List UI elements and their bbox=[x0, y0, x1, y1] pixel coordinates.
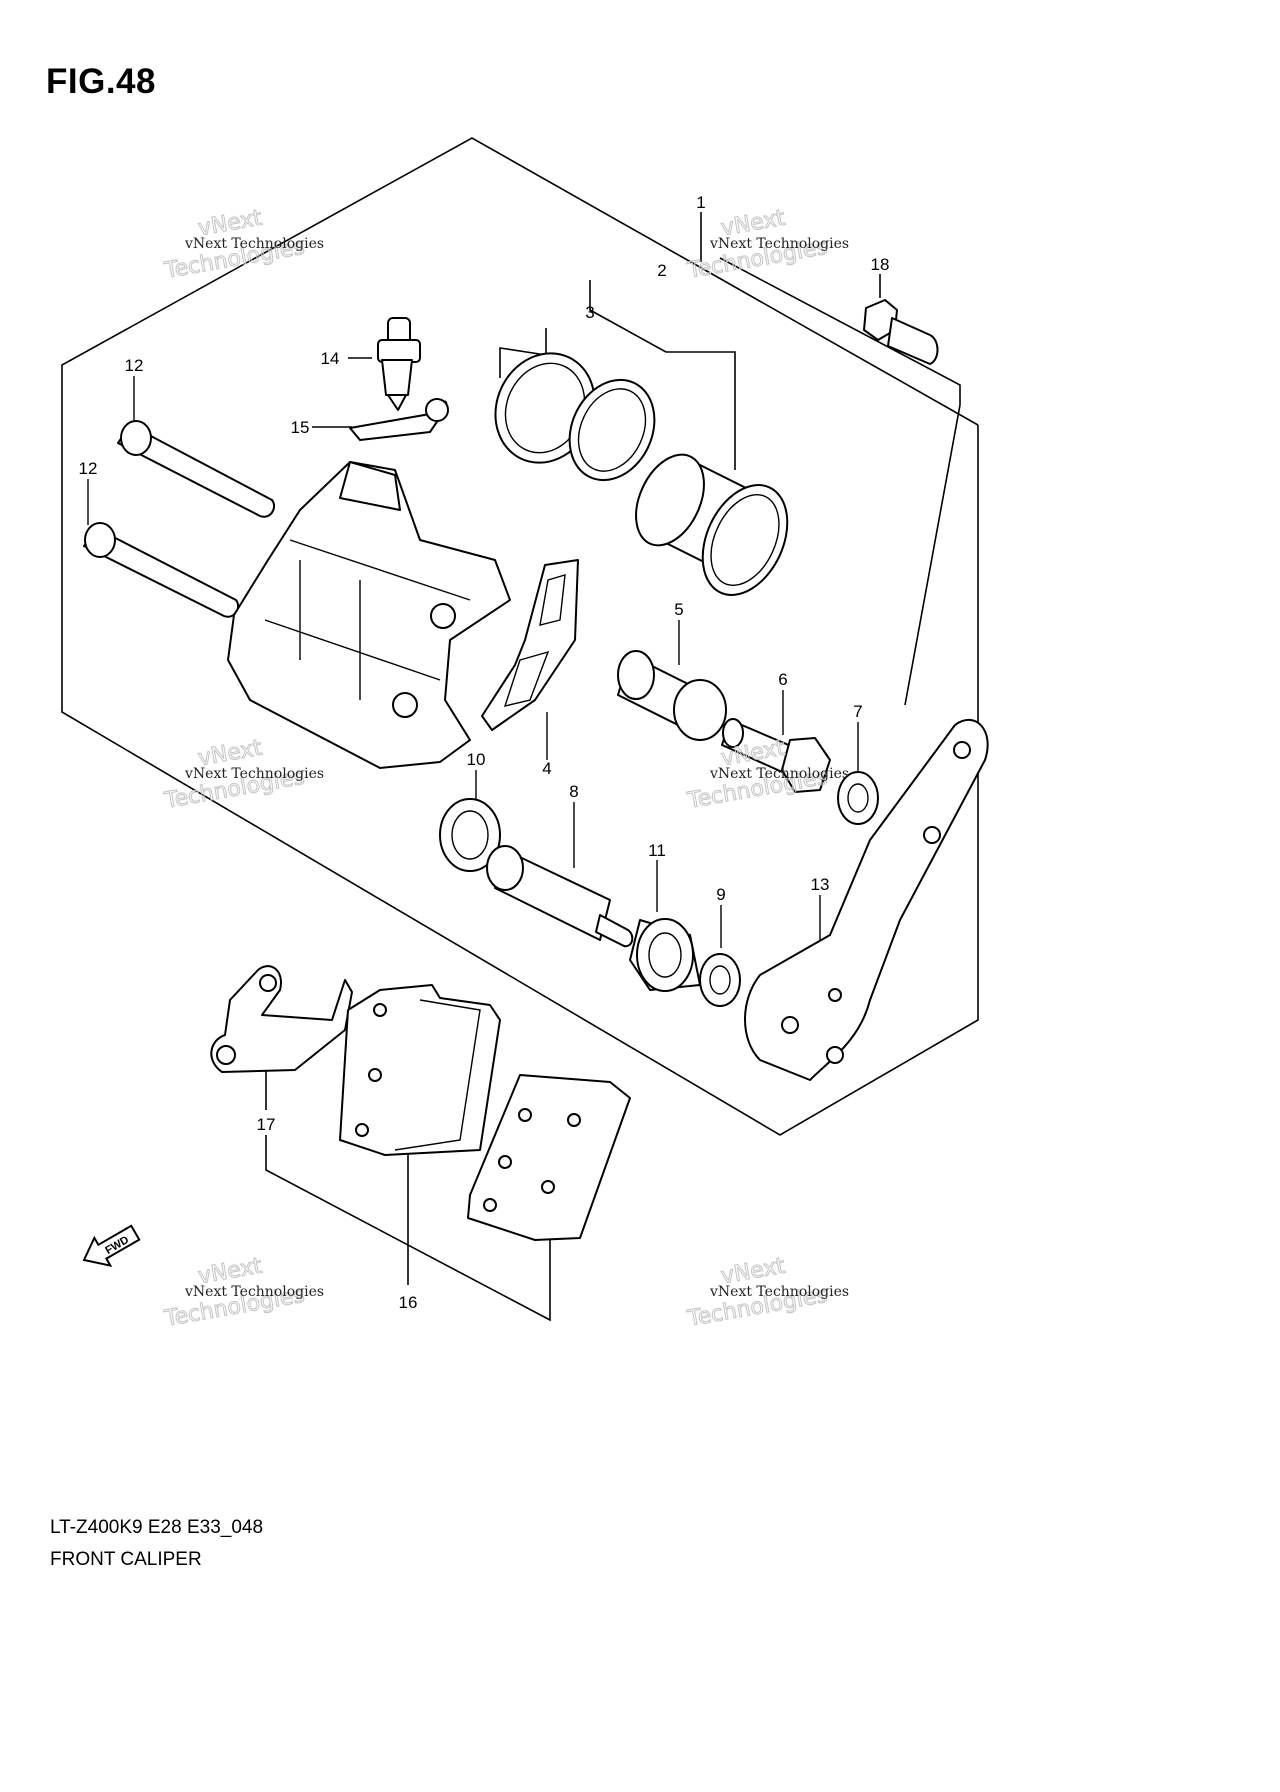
watermark-text-mid-left: vNext Technologies bbox=[184, 766, 324, 782]
watermark-text-top-left: vNext Technologies bbox=[184, 236, 324, 252]
callout-14: 14 bbox=[321, 349, 340, 368]
slide-pin-part-12-upper bbox=[117, 420, 276, 518]
bolt-part-18 bbox=[863, 299, 939, 365]
callout-5: 5 bbox=[674, 600, 683, 619]
callout-1: 1 bbox=[696, 193, 705, 212]
callout-15: 15 bbox=[291, 418, 310, 437]
callout-10: 10 bbox=[467, 750, 486, 769]
piston-seal-part-3-inner bbox=[568, 378, 656, 482]
watermark-text-bottom-right: vNext Technologies bbox=[709, 1284, 849, 1300]
bleeder-screw-part-14 bbox=[377, 317, 421, 411]
pad-spring-part-4 bbox=[481, 559, 579, 731]
watermark-text-mid-right: vNext Technologies bbox=[709, 766, 849, 782]
callout-12-upper: 12 bbox=[125, 356, 144, 375]
caliper-body bbox=[227, 461, 511, 769]
callout-16: 16 bbox=[399, 1293, 418, 1312]
callout-18: 18 bbox=[871, 255, 890, 274]
bracket-2b bbox=[666, 351, 736, 470]
callout-2: 2 bbox=[657, 261, 666, 280]
callout-7: 7 bbox=[853, 702, 862, 721]
caliper-bracket-part-13 bbox=[744, 719, 989, 1081]
boot-part-11 bbox=[629, 918, 701, 992]
figure-name: FRONT CALIPER bbox=[50, 1549, 202, 1570]
piston-part-2 bbox=[635, 453, 789, 596]
boot-part-10 bbox=[439, 798, 501, 872]
callout-9: 9 bbox=[716, 885, 725, 904]
callout-6: 6 bbox=[778, 670, 787, 689]
callout-13: 13 bbox=[811, 875, 830, 894]
bracket-1-long bbox=[719, 257, 961, 706]
callout-4: 4 bbox=[542, 759, 551, 778]
fwd-arrow-icon: FWD bbox=[82, 1224, 141, 1268]
bracket-2 bbox=[589, 280, 667, 353]
pad-shim-part-17 bbox=[210, 965, 353, 1073]
callout-3: 3 bbox=[585, 303, 594, 322]
callout-12-lower: 12 bbox=[79, 459, 98, 478]
callout-11: 11 bbox=[648, 841, 666, 860]
bracket-3b bbox=[499, 347, 547, 378]
watermark-text-top-right: vNext Technologies bbox=[709, 236, 849, 252]
watermark-text-bottom-left: vNext Technologies bbox=[184, 1284, 324, 1300]
brake-pad-part-16-inner bbox=[339, 984, 501, 1156]
brake-pad-part-16-outer bbox=[467, 1074, 631, 1241]
washer-part-7 bbox=[837, 771, 879, 825]
callout-8: 8 bbox=[569, 782, 578, 801]
assembly-frame bbox=[61, 137, 979, 1136]
pin-part-8 bbox=[486, 845, 634, 948]
pin-bolt-part-6 bbox=[721, 718, 831, 793]
slide-pin-part-12-lower bbox=[83, 522, 240, 618]
washer-part-9 bbox=[699, 953, 741, 1007]
model-code: LT-Z400K9 E28 E33_048 bbox=[50, 1517, 264, 1538]
sleeve-part-5 bbox=[617, 650, 727, 741]
callout-17: 17 bbox=[257, 1115, 276, 1134]
bleeder-cap-part-15 bbox=[349, 398, 449, 441]
assembly-frame-top-right bbox=[704, 269, 979, 426]
figure-title: FIG.48 bbox=[46, 62, 156, 101]
